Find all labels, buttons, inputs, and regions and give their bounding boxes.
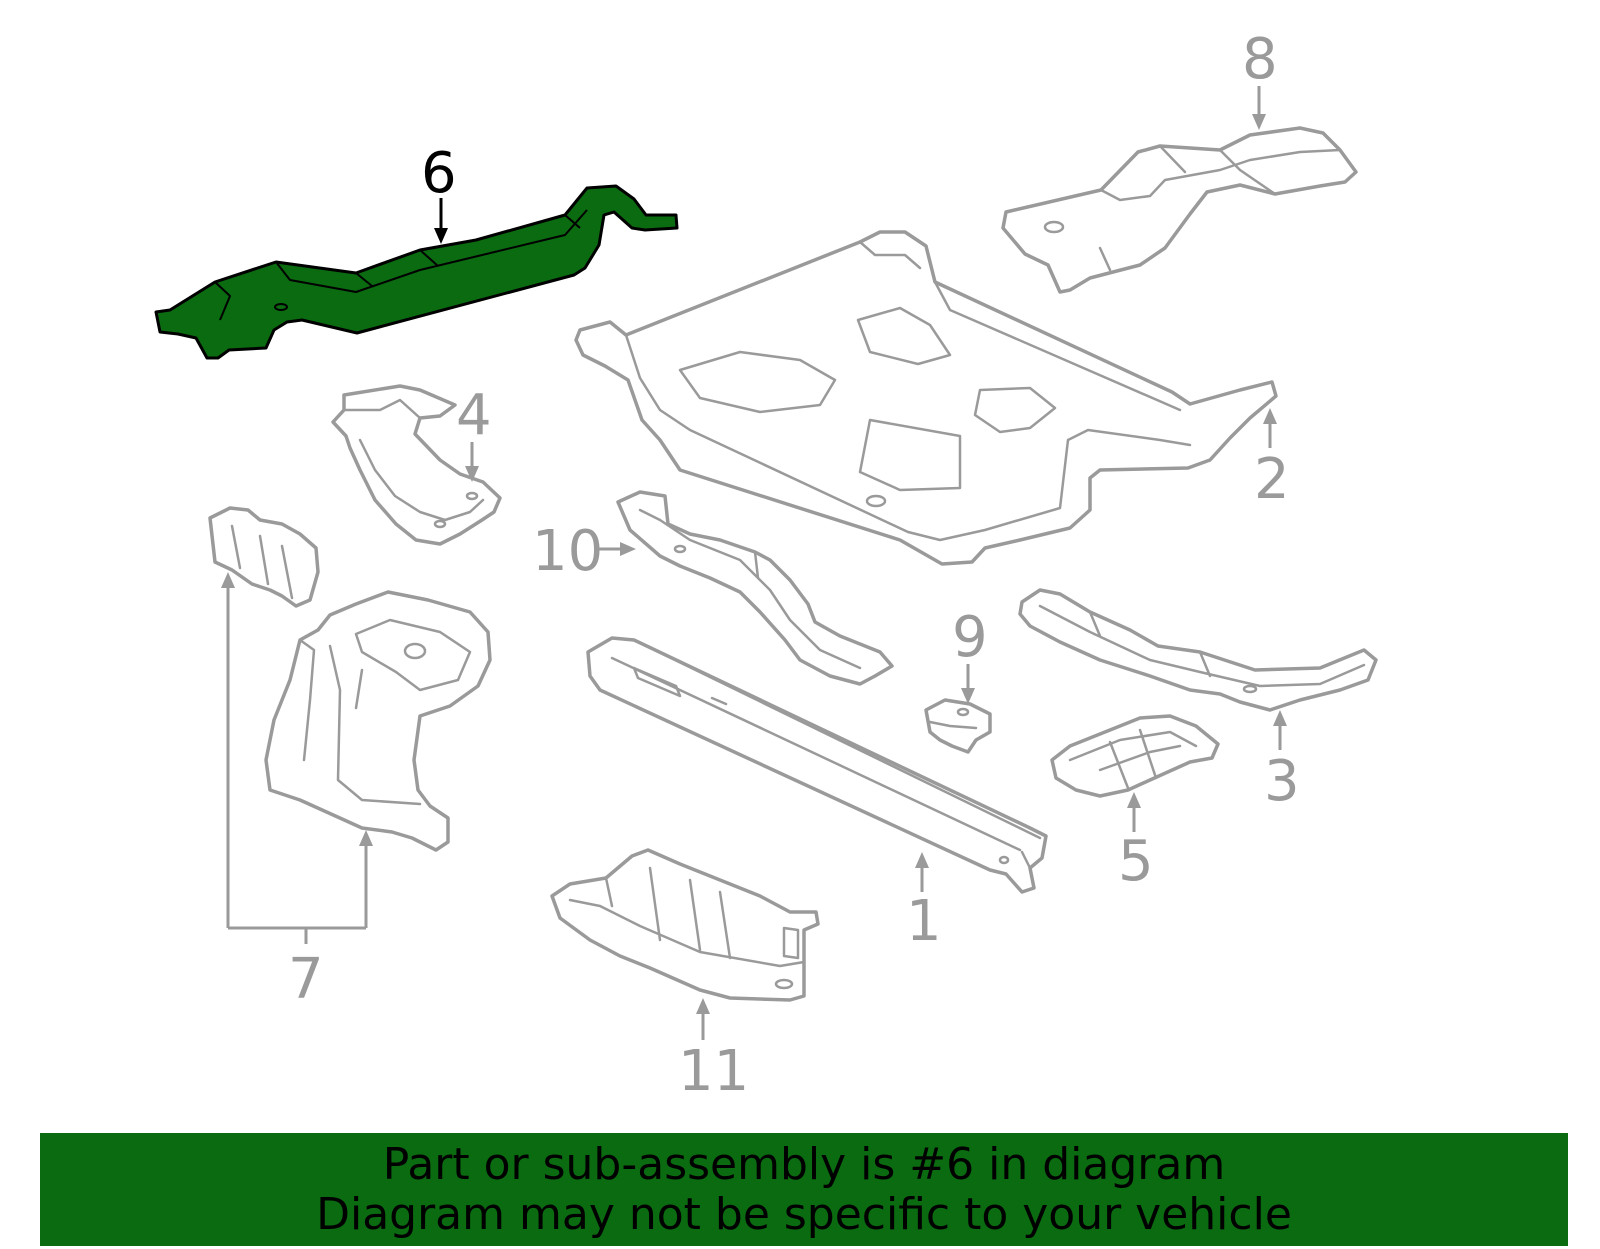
part-7-bracket-lower[interactable] <box>264 590 492 852</box>
callout-9-arrow <box>961 664 975 704</box>
callout-10-label: 10 <box>532 519 603 584</box>
callout-11-arrow <box>696 998 710 1040</box>
part-4[interactable] <box>331 384 502 546</box>
banner-line-2: Diagram may not be specific to your vehi… <box>316 1188 1292 1240</box>
info-banner: Part or sub-assembly is #6 in diagram Di… <box>40 1133 1568 1246</box>
callout-6-label: 6 <box>421 141 457 206</box>
banner-line-1: Part or sub-assembly is #6 in diagram <box>382 1138 1226 1190</box>
part-11[interactable] <box>550 848 820 1002</box>
callout-7-label: 7 <box>288 947 324 1012</box>
part-6-highlighted[interactable] <box>154 184 679 360</box>
callout-4-label: 4 <box>456 383 492 448</box>
callout-11-label: 11 <box>678 1039 749 1104</box>
callout-7-bracket-lines <box>221 572 373 944</box>
callout-1-arrow <box>915 852 929 892</box>
callout-2-label: 2 <box>1254 447 1290 512</box>
part-2[interactable] <box>574 230 1278 566</box>
part-5[interactable] <box>1050 714 1220 798</box>
callout-1-label: 1 <box>906 889 942 954</box>
callout-10-arrow <box>598 542 636 556</box>
part-10[interactable] <box>616 490 894 686</box>
callout-8-label: 8 <box>1242 27 1278 92</box>
callout-5-label: 5 <box>1118 829 1154 894</box>
part-3[interactable] <box>1018 588 1378 712</box>
part-9[interactable] <box>924 698 992 754</box>
callout-6-arrow <box>434 198 448 244</box>
callout-2-arrow <box>1263 408 1277 448</box>
callout-4-arrow <box>465 442 479 482</box>
part-1[interactable] <box>586 636 1048 894</box>
callout-9-label: 9 <box>952 605 988 670</box>
callout-3-label: 3 <box>1264 749 1300 814</box>
callout-8-arrow <box>1252 86 1266 130</box>
part-7-bracket-upper[interactable] <box>208 506 320 608</box>
part-8[interactable] <box>1001 126 1358 294</box>
callout-5-arrow <box>1127 792 1141 832</box>
callout-3-arrow <box>1273 710 1287 750</box>
